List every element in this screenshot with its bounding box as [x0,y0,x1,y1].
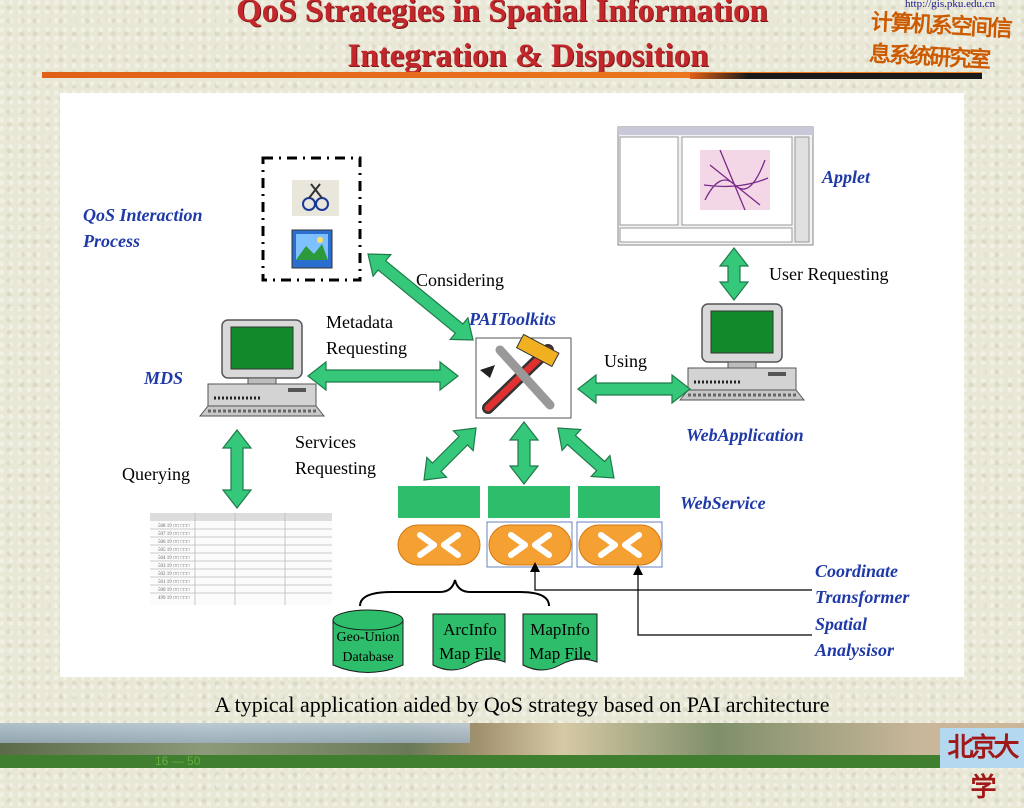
label-webservice: WebService [680,493,766,513]
svg-text:499 19 □□ □□□: 499 19 □□ □□□ [158,596,189,601]
title-rule [42,72,982,78]
arrow-services-right [557,427,615,479]
arrow-user-requesting [718,247,750,301]
query-result-table-image: 508 19 □□ □□□ 507 19 □□ □□□ 506 19 □□ □□□… [150,513,332,605]
webservice-box-3 [578,486,660,518]
label-paitoolkits: PAIToolkits [469,309,557,329]
label-applet: Applet [822,167,870,187]
label-spatial-analysisor: Spatial Analysisor [815,614,895,660]
title-rule-dark [690,73,982,79]
scissors-icon [292,180,339,216]
arrow-considering [367,253,474,341]
applet-screenshot [617,126,814,246]
svg-text:505 19 □□ □□□: 505 19 □□ □□□ [158,548,189,553]
svg-text:501 19 □□ □□□: 501 19 □□ □□□ [158,580,189,585]
paitoolkits-tools-icon [475,333,572,419]
webservice-box-2 [488,486,570,518]
arcinfo-map-file-icon [432,613,506,671]
router-frame-3 [576,521,663,568]
label-considering: Considering [416,270,504,290]
data-sources-brace [359,579,550,607]
arrow-services-center [508,421,540,485]
arrow-using [577,373,691,405]
webservice-box-1 [398,486,480,518]
svg-text:508 19 □□ □□□: 508 19 □□ □□□ [158,524,189,529]
router-icon-3 [579,525,661,565]
slide-title-line2: Integration & Disposition [347,38,709,74]
arrow-querying [221,429,253,509]
label-querying: Querying [122,464,190,484]
page-number: 16 — 50 [155,754,201,768]
label-metadata-requesting: Metadata Requesting [326,312,407,358]
label-using: Using [604,351,648,371]
landscape-image-icon [291,229,333,269]
arrow-metadata-requesting [307,360,459,392]
svg-text:506 19 □□ □□□: 506 19 □□ □□□ [158,540,189,545]
qos-dashed-box [261,156,362,282]
label-coordinate-transformer: Coordinate Transformer [815,561,910,607]
pku-logo: 北京大学 [940,728,1024,803]
header-url[interactable]: http://gis.pku.edu.cn [905,0,996,10]
footer-band [0,755,940,768]
spatial-analysisor-leader [637,570,812,636]
svg-text:504 19 □□ □□□: 504 19 □□ □□□ [158,556,189,561]
mapinfo-map-file-icon [522,613,598,671]
slide-caption: A typical application aided by QoS strat… [214,692,830,717]
label-mapinfo-map-file: MapInfo Map File [529,620,591,663]
coordinate-transformer-leader [534,567,812,591]
label-services-requesting: Services Requesting [295,432,376,478]
label-mds: MDS [144,368,184,388]
svg-text:500 19 □□ □□□: 500 19 □□ □□□ [158,588,189,593]
label-qos-interaction: QoS Interaction Process [83,205,203,251]
mds-computer-icon [198,318,326,418]
svg-text:507 19 □□ □□□: 507 19 □□ □□□ [158,532,189,537]
diagram-graphics: 508 19 □□ □□□ 507 19 □□ □□□ 506 19 □□ □□□… [150,126,814,673]
label-geo-union-database: Geo-Union Database [336,630,400,665]
router-icon-1 [398,525,480,565]
geo-union-database-icon [332,609,404,673]
footer-sky [0,723,470,743]
router-frame-2 [486,521,573,568]
label-webapplication: WebApplication [686,425,804,445]
webapplication-computer-icon [678,302,806,402]
arrow-services-left [423,427,477,481]
svg-text:503 19 □□ □□□: 503 19 □□ □□□ [158,564,189,569]
label-arcinfo-map-file: ArcInfo Map File [439,620,501,663]
svg-text:502 19 □□ □□□: 502 19 □□ □□□ [158,572,189,577]
slide-title-line1: QoS Strategies in Spatial Information [236,0,768,29]
router-icon-2 [489,525,571,565]
label-user-requesting: User Requesting [769,264,889,284]
